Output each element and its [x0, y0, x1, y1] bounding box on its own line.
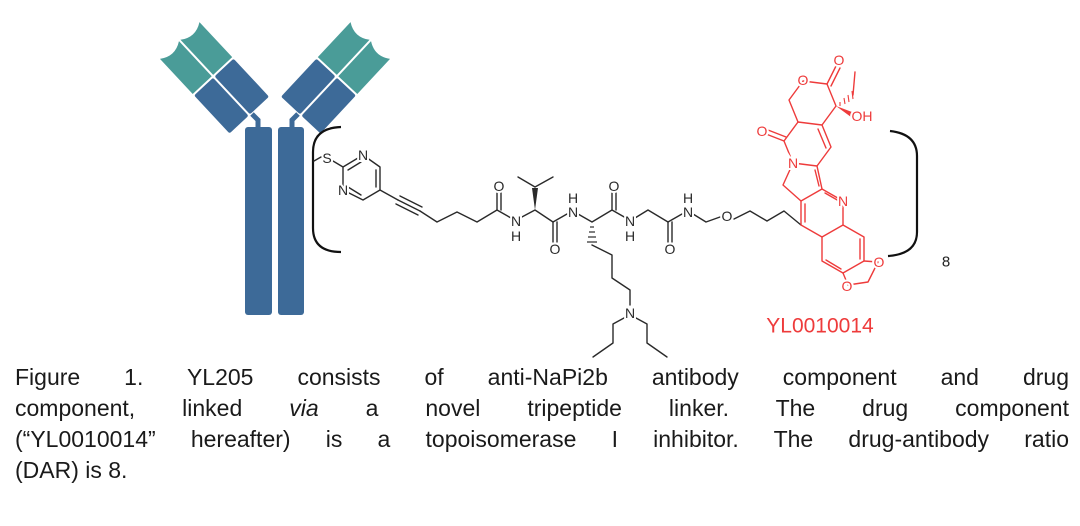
atom-o: O — [757, 123, 768, 139]
atom-h: H — [511, 228, 521, 244]
caption-line-1: Figure 1. YL205 consists of anti-NaPi2b … — [15, 364, 1069, 390]
atom-n: N — [568, 204, 578, 220]
left-bracket — [311, 125, 342, 254]
atom-n: N — [338, 182, 348, 198]
hinge-left — [250, 112, 261, 128]
caption-italic-via: via — [289, 395, 319, 421]
atom-o: O — [874, 254, 885, 270]
caption-text: a novel tripeptide linker. The drug comp… — [318, 395, 1069, 421]
antibody-right-fab-arm — [281, 22, 391, 133]
atom-o: O — [834, 52, 845, 68]
adc-structure-figure: 8 S N N O — [159, 22, 950, 358]
atom-o: O — [609, 178, 620, 194]
atom-n: N — [511, 213, 521, 229]
atom-n: N — [788, 155, 798, 171]
atom-h: H — [683, 190, 693, 206]
atom-n: N — [625, 305, 635, 321]
heavy-chain-left — [245, 127, 272, 315]
heavy-chain-right — [278, 127, 304, 315]
atom-h: H — [625, 228, 635, 244]
atom-o: O — [494, 178, 505, 194]
caption-line-4: (DAR) is 8. — [15, 457, 128, 483]
atom-oh: OH — [852, 108, 873, 124]
atom-o: O — [842, 278, 853, 294]
caption-line-2: component, linked via a novel tripeptide… — [15, 393, 1069, 424]
atom-o: O — [550, 241, 561, 257]
repeat-count: 8 — [942, 254, 950, 271]
atom-o: O — [722, 208, 733, 224]
drug-structure-yl0010014: N N O O O OH O O — [755, 50, 887, 296]
atom-o: O — [798, 72, 809, 88]
caption-text: component, linked — [15, 395, 290, 421]
atom-o: O — [665, 241, 676, 257]
antibody-left-fab-arm — [159, 22, 269, 133]
atom-n: N — [358, 147, 368, 163]
atom-n: N — [683, 204, 693, 220]
atom-n: N — [625, 213, 635, 229]
antibody-illustration — [159, 22, 391, 315]
hinge-right — [289, 112, 300, 128]
right-bracket — [887, 129, 919, 258]
atom-h: H — [568, 190, 578, 206]
linker-structure: S N N O N H O N H O N H O N H N O — [313, 145, 802, 358]
atom-s: S — [322, 150, 331, 166]
drug-label: YL0010014 — [766, 315, 874, 338]
atom-n: N — [838, 193, 848, 209]
figure-caption: Figure 1. YL205 consists of anti-NaPi2b … — [15, 362, 1069, 486]
caption-line-3: (“YL0010014” hereafter) is a topoisomera… — [15, 426, 1069, 452]
